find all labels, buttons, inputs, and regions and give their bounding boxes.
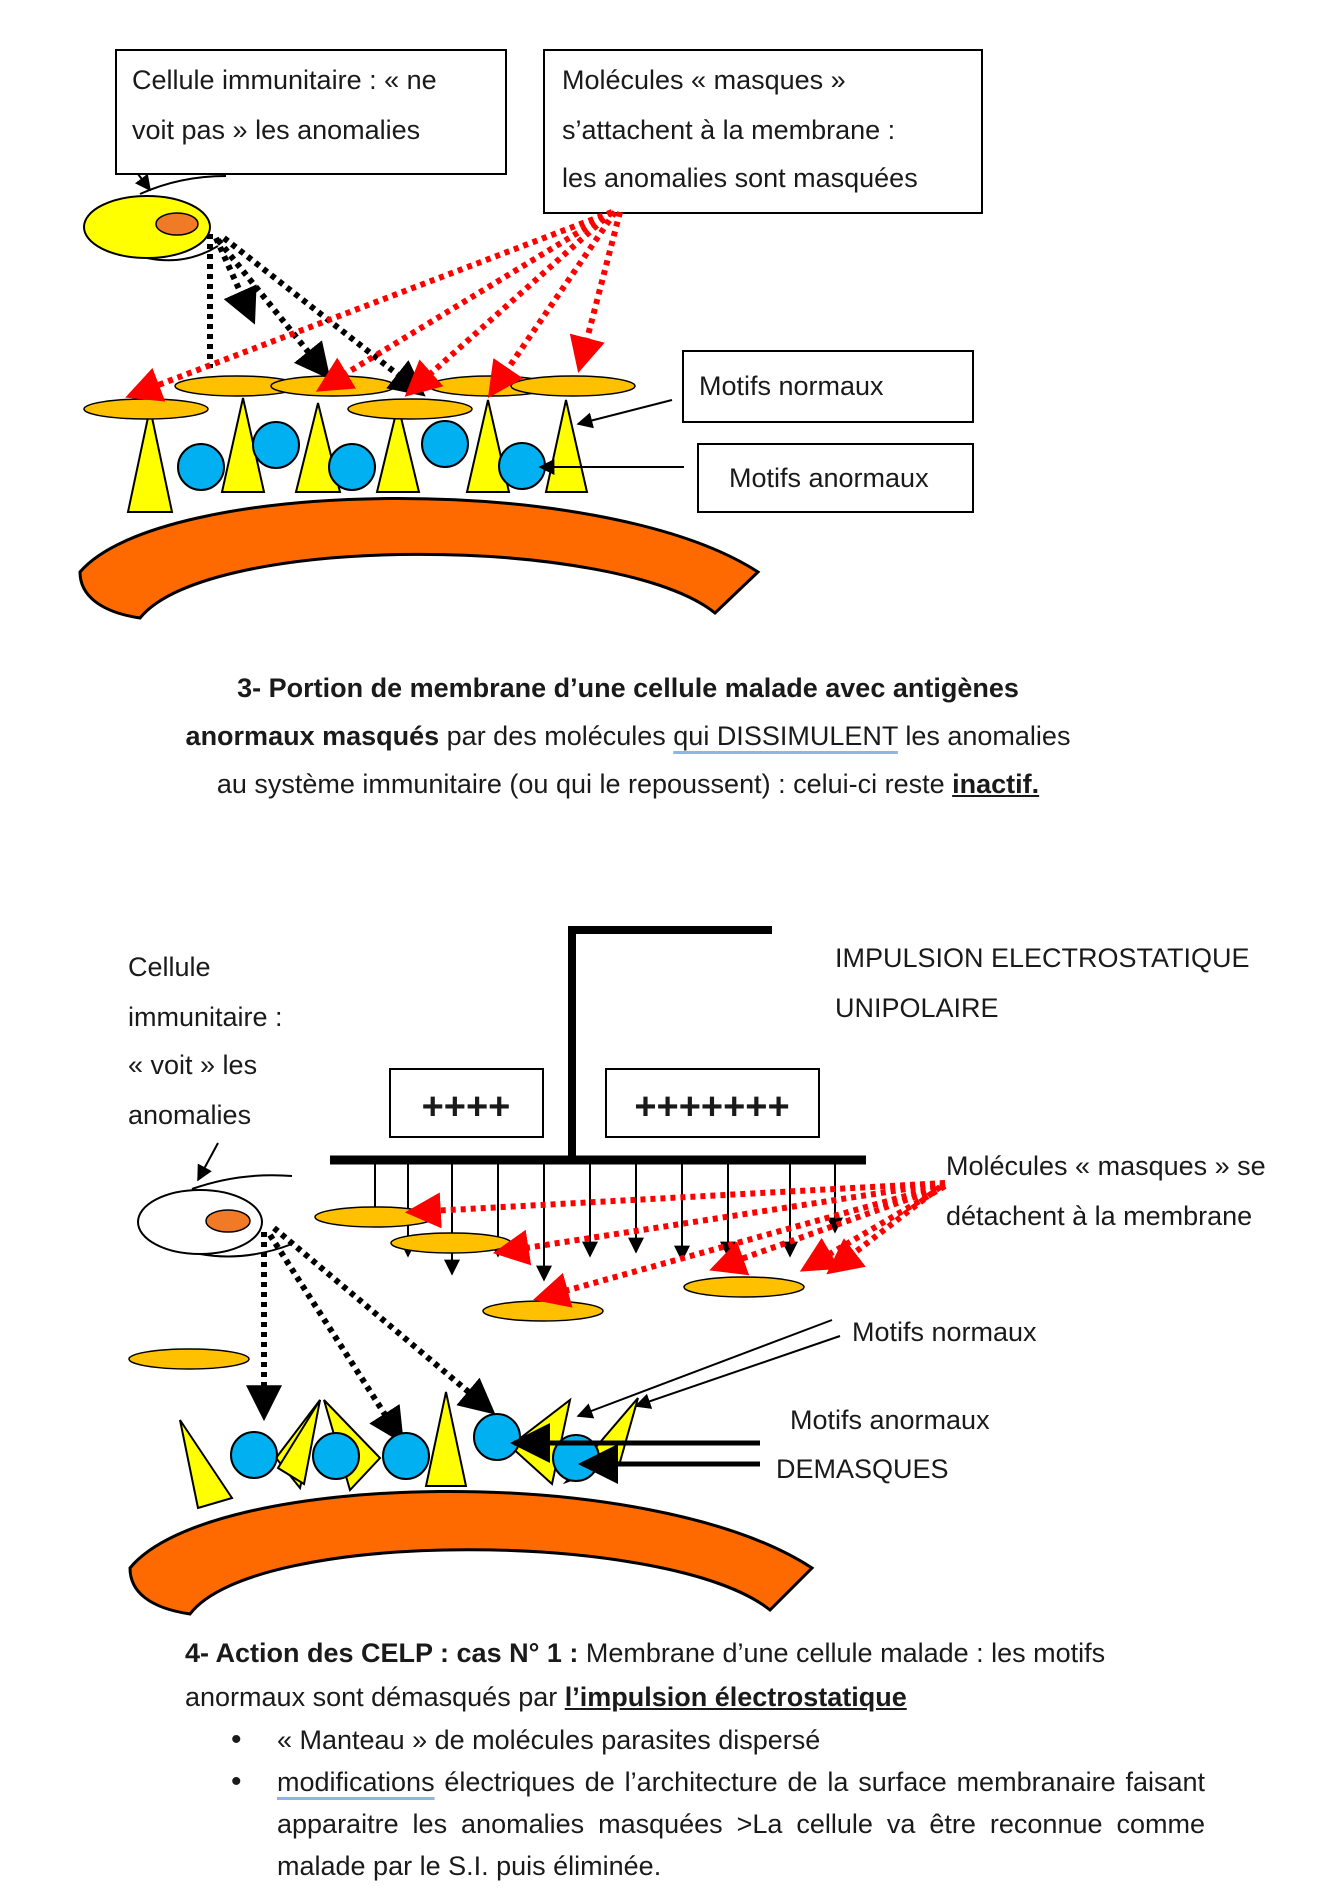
cell-label-line2: immunitaire :	[128, 1002, 283, 1032]
diagram-3: Cellule immunitaire : « ne voit pas » le…	[78, 49, 983, 620]
mask-molecule	[270, 375, 396, 397]
abnormal-motif-circle	[473, 1413, 521, 1461]
cell-label-line3: « voit » les	[128, 1050, 257, 1080]
caption3-line2-a: par des molécules	[439, 721, 674, 751]
plus-box-left: ++++	[389, 1068, 544, 1138]
pointer-lines-4	[510, 1319, 841, 1484]
plus-charges-right: +++++++	[634, 1086, 789, 1128]
abnormal-motif-circle	[252, 421, 300, 469]
cell-gaze-arrows-4	[246, 1225, 496, 1445]
impulse-label-line1: IMPULSION ELECTROSTATIQUE	[835, 943, 1250, 973]
mask-molecule	[83, 398, 209, 420]
abnormal-motifs-label-4: Motifs anormaux	[790, 1405, 990, 1435]
label-box-mask-molecules: Molécules « masques » s’attachent à la m…	[543, 49, 983, 214]
pointer-lines-3	[538, 399, 684, 475]
caption3-line2-b: les anomalies	[897, 721, 1071, 751]
immune-cell-nucleus	[205, 1209, 251, 1233]
mask-molecule	[683, 1276, 805, 1298]
immune-cell-nucleus	[155, 212, 199, 236]
caption-3: 3- Portion de membrane d’une cellule mal…	[128, 664, 1128, 808]
membrane-arc-4	[128, 1490, 815, 1616]
abnormal-motif-circle	[312, 1432, 360, 1480]
impulse-label: IMPULSION ELECTROSTATIQUE UNIPOLAIRE	[835, 943, 1250, 1023]
mask-molecule	[128, 1348, 250, 1370]
caption4-bullet1-text: « Manteau » de molécules parasites dispe…	[277, 1725, 821, 1755]
circle-group-3	[177, 420, 546, 491]
field-arrows	[367, 1164, 843, 1282]
mask-molecule	[390, 1232, 512, 1254]
circle-group-4	[230, 1413, 600, 1482]
abnormal-motif-circle	[382, 1432, 430, 1480]
abnormal-motif-circle	[498, 442, 546, 490]
caption4-head-bold: 4- Action des CELP : cas N° 1 :	[185, 1638, 586, 1668]
mask-detach-label: Molécules « masques » se détachent à la …	[946, 1151, 1266, 1231]
cone	[424, 1391, 468, 1487]
mask-detach-arrows-4	[404, 1180, 947, 1308]
immune-cell-white	[137, 1142, 293, 1258]
caption-4: 4- Action des CELP : cas N° 1 : Membrane…	[185, 1631, 1205, 1887]
membrane-arc-3	[78, 497, 761, 620]
normal-motifs-label-4: Motifs normaux	[852, 1317, 1037, 1347]
mask-attach-arrows-3	[125, 209, 623, 402]
mask-label-line2: s’attachent à la membrane :	[562, 115, 895, 145]
impulse-label-line2: UNIPOLAIRE	[835, 993, 999, 1023]
electrode-structure	[330, 926, 866, 1165]
caption3-line3: au système immunitaire (ou qui le repous…	[216, 769, 953, 799]
cell-label-line1: Cellule	[128, 952, 211, 982]
caption4-head-text: Membrane d’une cellule malade : les moti…	[585, 1638, 1106, 1668]
caption4-line2: anormaux sont démasqués par	[185, 1682, 565, 1712]
caption4-bullet-1: « Manteau » de molécules parasites dispe…	[185, 1719, 1205, 1761]
cone	[375, 404, 421, 493]
caption4-bullet2-text: électriques de l’architecture de la surf…	[277, 1767, 1205, 1881]
mask-label-line3: les anomalies sont masquées	[562, 163, 918, 193]
caption3-line1: 3- Portion de membrane d’une cellule mal…	[237, 673, 1019, 703]
cone	[126, 407, 174, 513]
mask-molecule	[347, 398, 473, 420]
immune-cell-label-line2: voit pas » les anomalies	[132, 115, 420, 145]
caption3-inactif: inactif.	[952, 769, 1040, 799]
diagram-4: Cellule immunitaire : « voit » les anoma…	[128, 926, 1266, 1616]
label-box-immune-cell: Cellule immunitaire : « ne voit pas » le…	[115, 49, 507, 175]
mask-group-4	[128, 1206, 805, 1370]
label-box-normal-motifs: Motifs normaux	[682, 350, 974, 423]
abnormal-motif-circle	[421, 420, 469, 468]
cell-gaze-arrows-3	[207, 234, 426, 397]
abnormal-motif-circle	[328, 443, 376, 491]
mask-molecule	[510, 375, 636, 397]
immune-cell-label-line1: Cellule immunitaire : « ne	[132, 65, 437, 95]
abnormal-motif-circle	[230, 1431, 278, 1479]
normal-motifs-label: Motifs normaux	[699, 371, 884, 401]
caption4-bullet-2: modifications électriques de l’architect…	[185, 1761, 1205, 1887]
cone	[544, 399, 589, 493]
mask-label-line1: Molécules « masques »	[562, 65, 846, 95]
mask-detach-line1: Molécules « masques » se	[946, 1151, 1266, 1181]
caption4-bullets: « Manteau » de molécules parasites dispe…	[185, 1719, 1205, 1887]
plus-charges-left: ++++	[422, 1086, 511, 1128]
caption4-impulse: l’impulsion électrostatique	[564, 1682, 907, 1712]
mask-molecule	[482, 1300, 604, 1322]
mask-detach-line2: détachent à la membrane	[946, 1201, 1252, 1231]
abnormal-motifs-label: Motifs anormaux	[729, 463, 929, 493]
plus-box-right: +++++++	[605, 1068, 820, 1138]
immune-cell-yellow	[83, 173, 227, 262]
cone-group-3	[126, 397, 589, 513]
caption3-dissimulent: qui DISSIMULENT	[673, 721, 898, 751]
immune-cell-sees-label: Cellule immunitaire : « voit » les anoma…	[128, 952, 283, 1130]
cone	[179, 1419, 234, 1510]
abnormal-motif-circle	[177, 443, 225, 491]
mask-molecule	[314, 1206, 436, 1228]
unmasked-label-4: DEMASQUES	[776, 1454, 949, 1484]
caption4-modifications: modifications	[277, 1767, 435, 1797]
cone	[276, 1399, 321, 1486]
mask-group-3	[83, 375, 636, 420]
caption3-line2-bold: anormaux masqués	[185, 721, 440, 751]
label-box-abnormal-motifs: Motifs anormaux	[697, 443, 974, 513]
cell-label-line4: anomalies	[128, 1100, 251, 1130]
